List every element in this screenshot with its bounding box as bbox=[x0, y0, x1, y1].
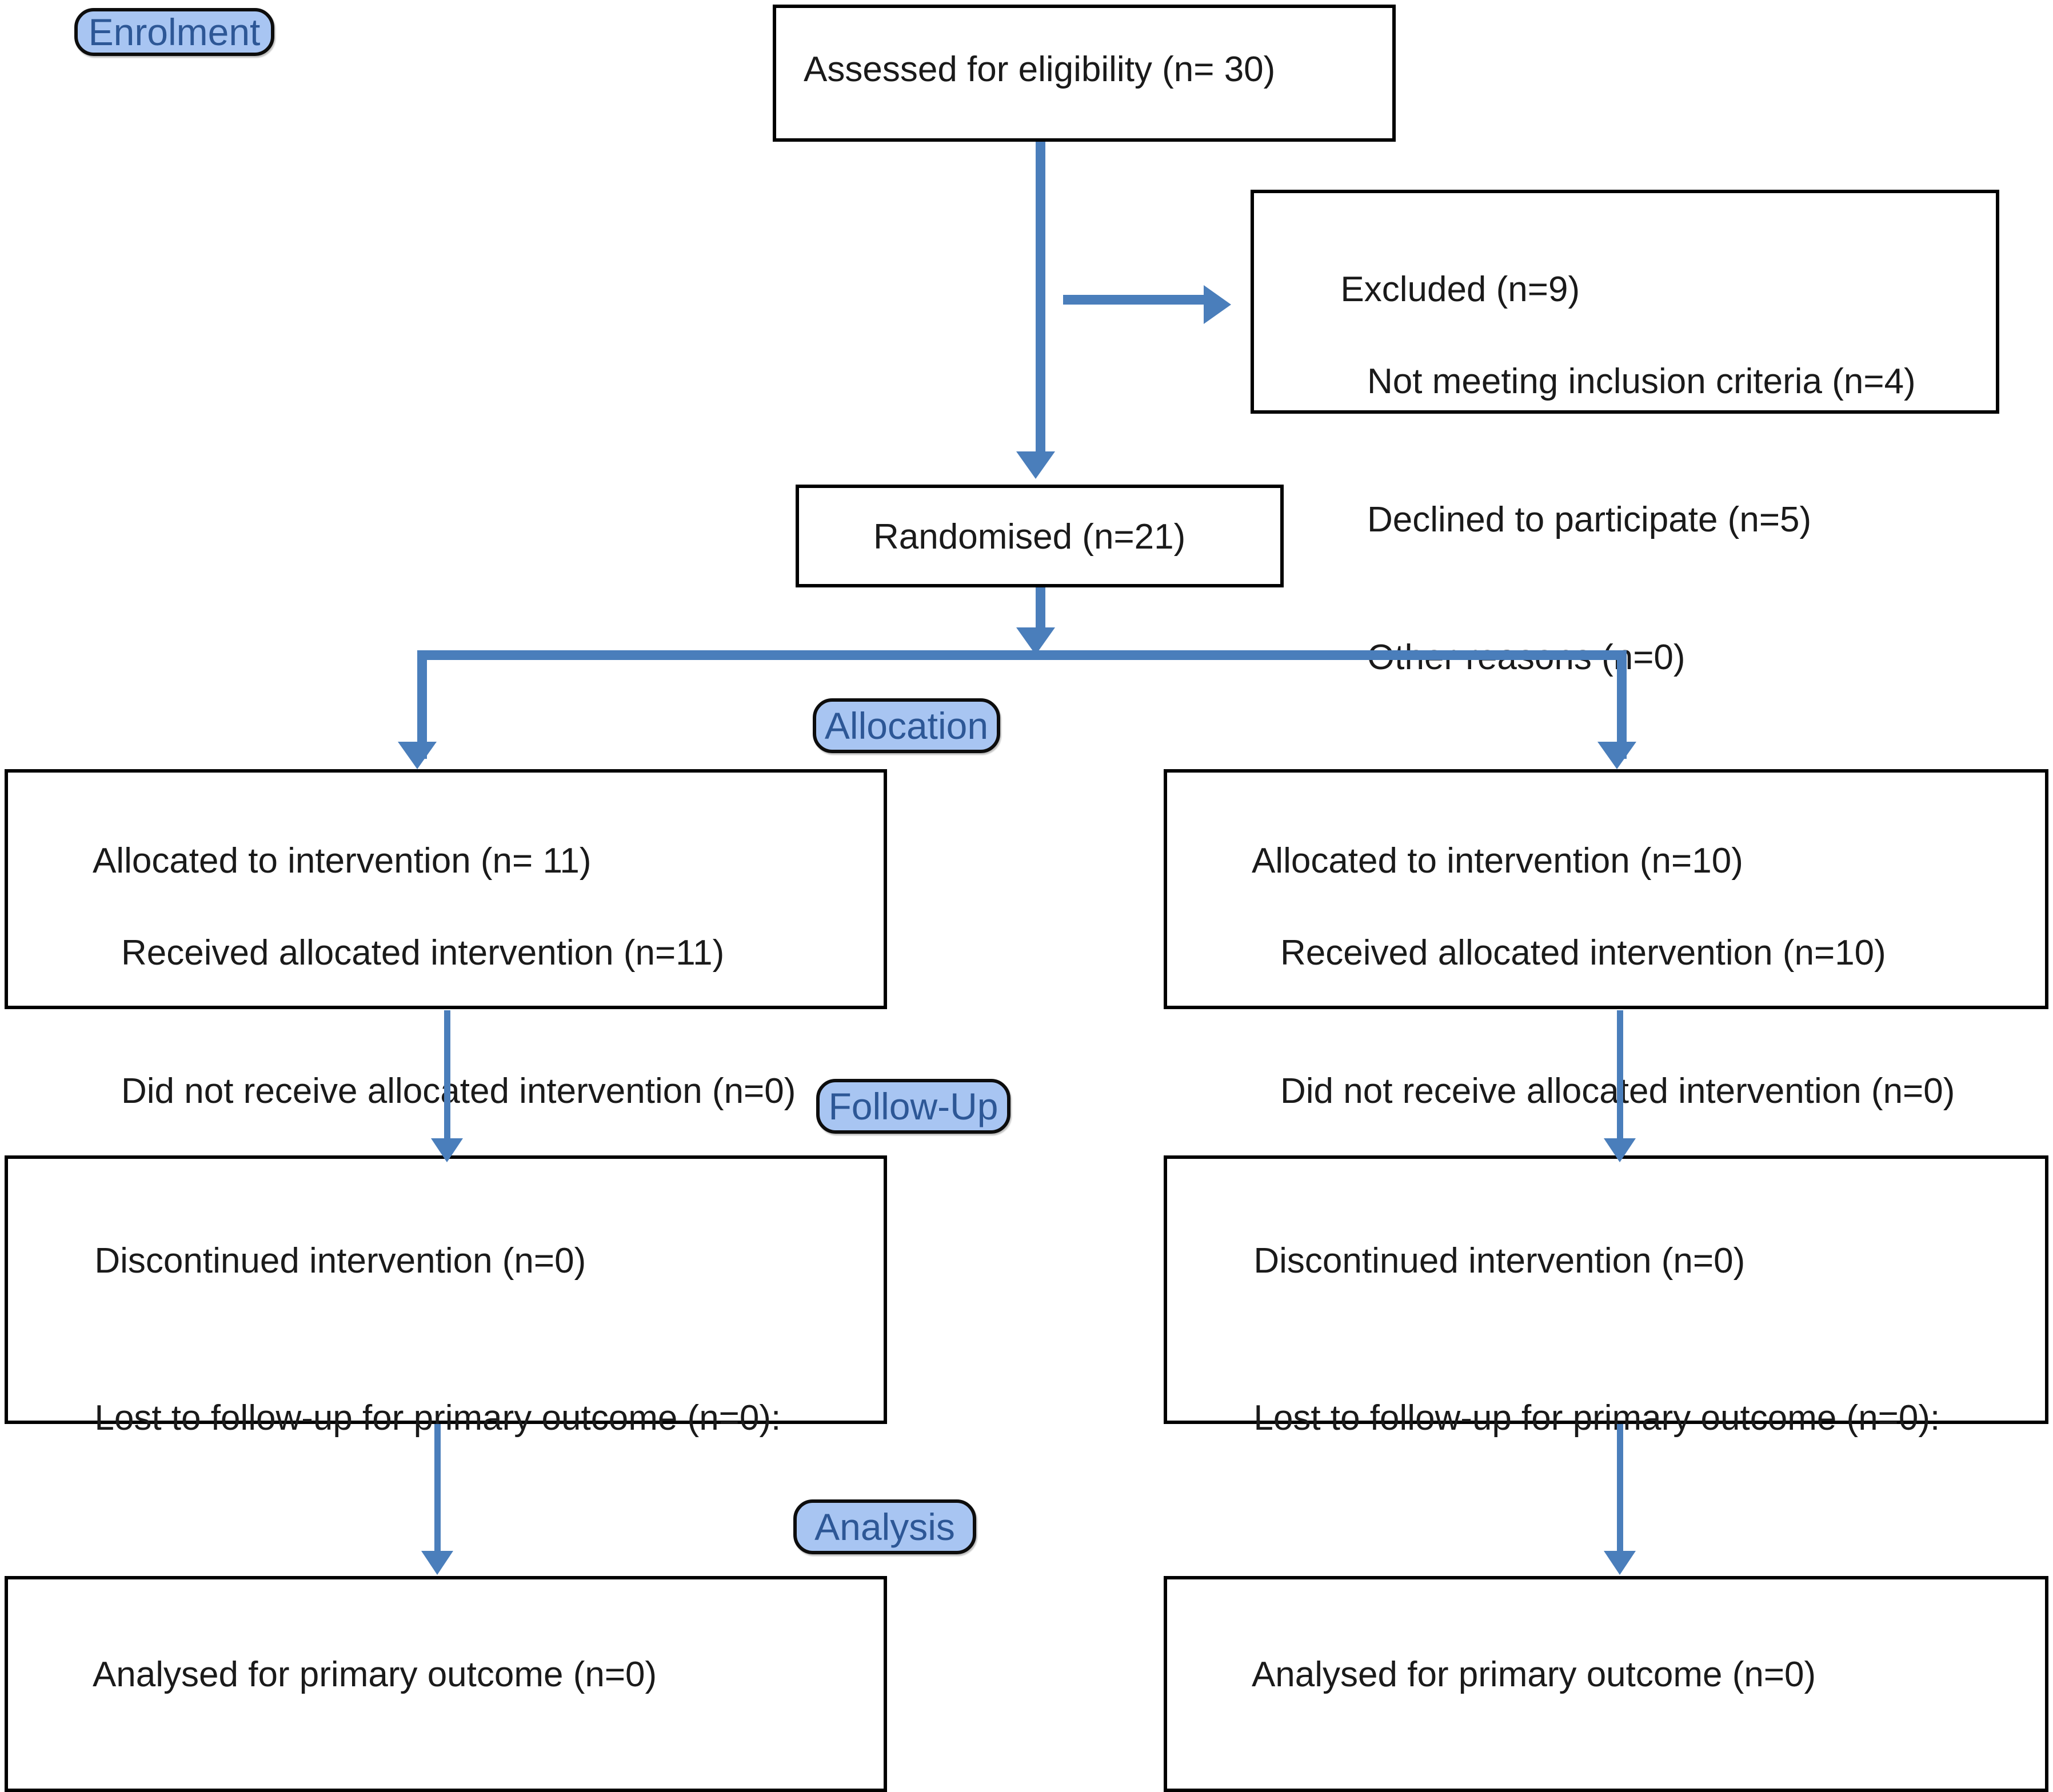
connector-alloc-left-to-fu-arrow bbox=[431, 1138, 463, 1162]
box-allocation-right: Allocated to intervention (n=10) Receive… bbox=[1164, 769, 2048, 1111]
allocation-left-line-2: Received allocated intervention (n=11) bbox=[121, 933, 725, 973]
box-allocation-left: Allocated to intervention (n= 11) Receiv… bbox=[5, 769, 887, 1111]
stage-banner-analysis: Analysis bbox=[793, 1499, 976, 1554]
connector-alloc-right-to-fu-arrow bbox=[1604, 1138, 1636, 1162]
connector-assessed-to-randomised-line bbox=[1036, 142, 1045, 456]
allocation-left-line-1: Allocated to intervention (n= 11) bbox=[92, 841, 592, 881]
connector-to-excluded-arrow bbox=[1204, 285, 1231, 324]
connector-fu-left-to-analysis-arrow bbox=[421, 1551, 453, 1575]
branch-left-arrow bbox=[398, 742, 437, 769]
stage-banner-allocation-label: Allocation bbox=[824, 705, 989, 747]
stage-banner-followup: Follow-Up bbox=[816, 1079, 1010, 1134]
box-followup-right: Discontinued intervention (n=0) Lost to … bbox=[1164, 1155, 2048, 1438]
stage-banner-allocation: Allocation bbox=[813, 698, 1000, 753]
excluded-line-1: Excluded (n=9) bbox=[1340, 269, 1580, 309]
allocation-left-line-3: Did not receive allocated intervention (… bbox=[121, 1071, 796, 1111]
followup-right-spacer bbox=[1195, 1330, 2034, 1350]
stage-banner-followup-label: Follow-Up bbox=[828, 1085, 998, 1127]
connector-alloc-right-to-fu-line bbox=[1617, 1010, 1623, 1143]
connector-fu-left-to-analysis-line bbox=[434, 1424, 441, 1555]
analysis-left-line-1: Analysed for primary outcome (n=0) bbox=[92, 1654, 657, 1694]
randomised-line-1: Randomised (n=21) bbox=[873, 517, 1186, 557]
stage-banner-analysis-label: Analysis bbox=[814, 1506, 955, 1548]
analysis-right-line-1: Analysed for primary outcome (n=0) bbox=[1251, 1654, 1816, 1694]
branch-left-line bbox=[417, 650, 427, 759]
followup-left-line-1: Discontinued intervention (n=0) bbox=[94, 1241, 586, 1281]
connector-to-excluded-line bbox=[1063, 295, 1206, 305]
connector-randomised-down-line bbox=[1036, 587, 1045, 632]
allocation-right-line-3: Did not receive allocated intervention (… bbox=[1280, 1071, 1955, 1111]
followup-right-line-2: Lost to follow-up for primary outcome (n… bbox=[1253, 1398, 1940, 1438]
stage-banner-enrolment: Enrolment bbox=[74, 8, 274, 56]
stage-banner-enrolment-label: Enrolment bbox=[88, 11, 261, 53]
allocation-split-bar bbox=[417, 650, 1627, 660]
box-randomised: Randomised (n=21) bbox=[796, 485, 1284, 587]
connector-assessed-to-randomised-arrow bbox=[1016, 451, 1055, 479]
branch-right-line bbox=[1617, 650, 1627, 759]
excluded-line-2: Not meeting inclusion criteria (n=4) bbox=[1367, 361, 1916, 401]
allocation-right-line-2: Received allocated intervention (n=10) bbox=[1280, 933, 1886, 973]
assessed-line-1: Assessed for eligibility (n= 30) bbox=[804, 50, 1276, 89]
branch-right-arrow bbox=[1597, 742, 1636, 769]
box-assessed-for-eligibility: Assessed for eligibility (n= 30) bbox=[773, 5, 1396, 142]
box-analysis-left: Analysed for primary outcome (n=0) Exclu… bbox=[5, 1576, 887, 1792]
allocation-right-line-1: Allocated to intervention (n=10) bbox=[1251, 841, 1743, 881]
followup-right-line-1: Discontinued intervention (n=0) bbox=[1253, 1241, 1746, 1281]
box-excluded: Excluded (n=9) Not meeting inclusion cri… bbox=[1251, 190, 1999, 677]
connector-fu-right-to-analysis-line bbox=[1617, 1424, 1623, 1555]
excluded-line-3: Declined to participate (n=5) bbox=[1367, 499, 1812, 539]
box-followup-left: Discontinued intervention (n=0) Lost to … bbox=[5, 1155, 887, 1438]
analysis-right-spacer bbox=[1195, 1744, 2034, 1763]
box-analysis-right: Analysed for primary outcome (n=0) Exclu… bbox=[1164, 1576, 2048, 1792]
followup-left-line-2: Lost to follow-up for primary outcome (n… bbox=[94, 1398, 781, 1438]
analysis-left-spacer bbox=[35, 1744, 872, 1763]
connector-fu-right-to-analysis-arrow bbox=[1604, 1551, 1636, 1575]
followup-left-spacer bbox=[35, 1330, 872, 1350]
connector-alloc-left-to-fu-line bbox=[444, 1010, 450, 1143]
